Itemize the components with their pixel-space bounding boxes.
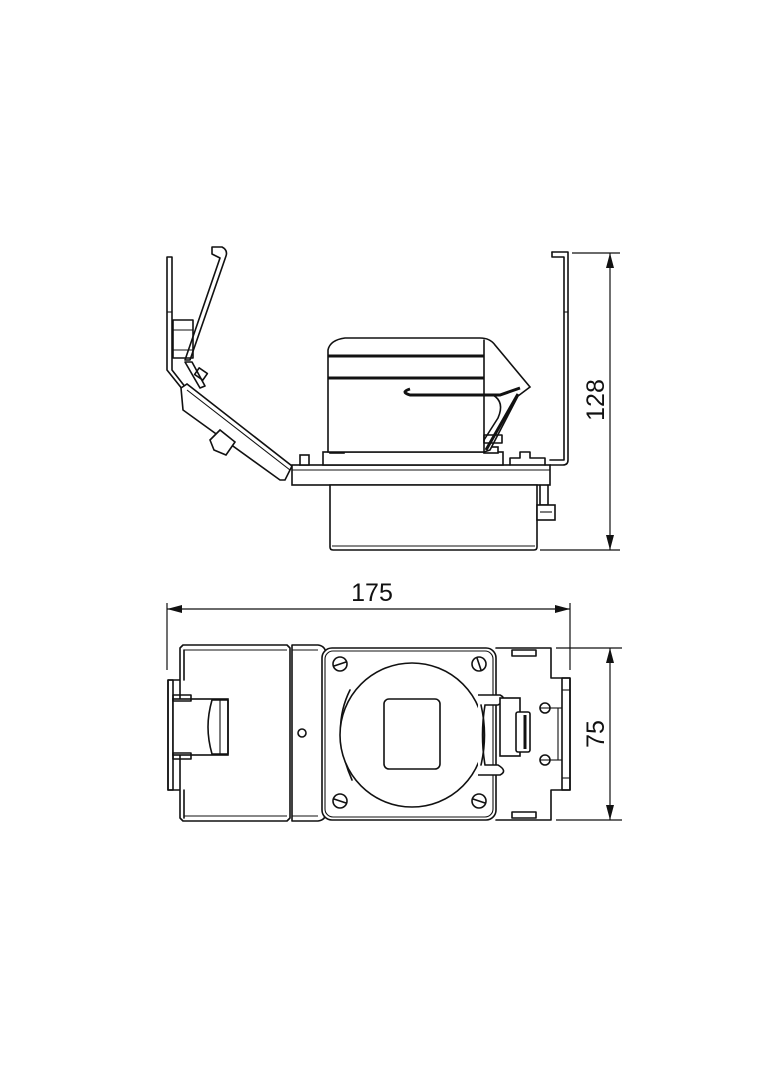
width-dimension-label: 175: [351, 579, 393, 607]
width-dimension: 175: [166, 579, 571, 670]
lid-arm: [184, 246, 228, 389]
right-bracket: [549, 251, 569, 466]
screw-bottom-right: [471, 793, 487, 809]
top-view: 175: [166, 579, 622, 822]
socket-faceplate: [321, 647, 505, 821]
hinged-cover: [180, 383, 294, 481]
screw-bottom-left: [332, 793, 348, 809]
base-plate: [291, 446, 551, 486]
center-strip: [291, 644, 327, 822]
left-end-piece: [167, 644, 291, 822]
right-end-piece: [495, 647, 571, 821]
height-dimension-label: 128: [582, 379, 610, 421]
lower-housing: [329, 484, 556, 551]
screw-top-right: [471, 656, 487, 672]
side-view: 128: [166, 246, 620, 551]
height-dimension: 128: [540, 252, 620, 551]
depth-dimension: 75: [556, 647, 622, 821]
socket-body: [327, 337, 532, 453]
screw-top-left: [332, 656, 348, 672]
depth-dimension-label: 75: [582, 720, 610, 748]
